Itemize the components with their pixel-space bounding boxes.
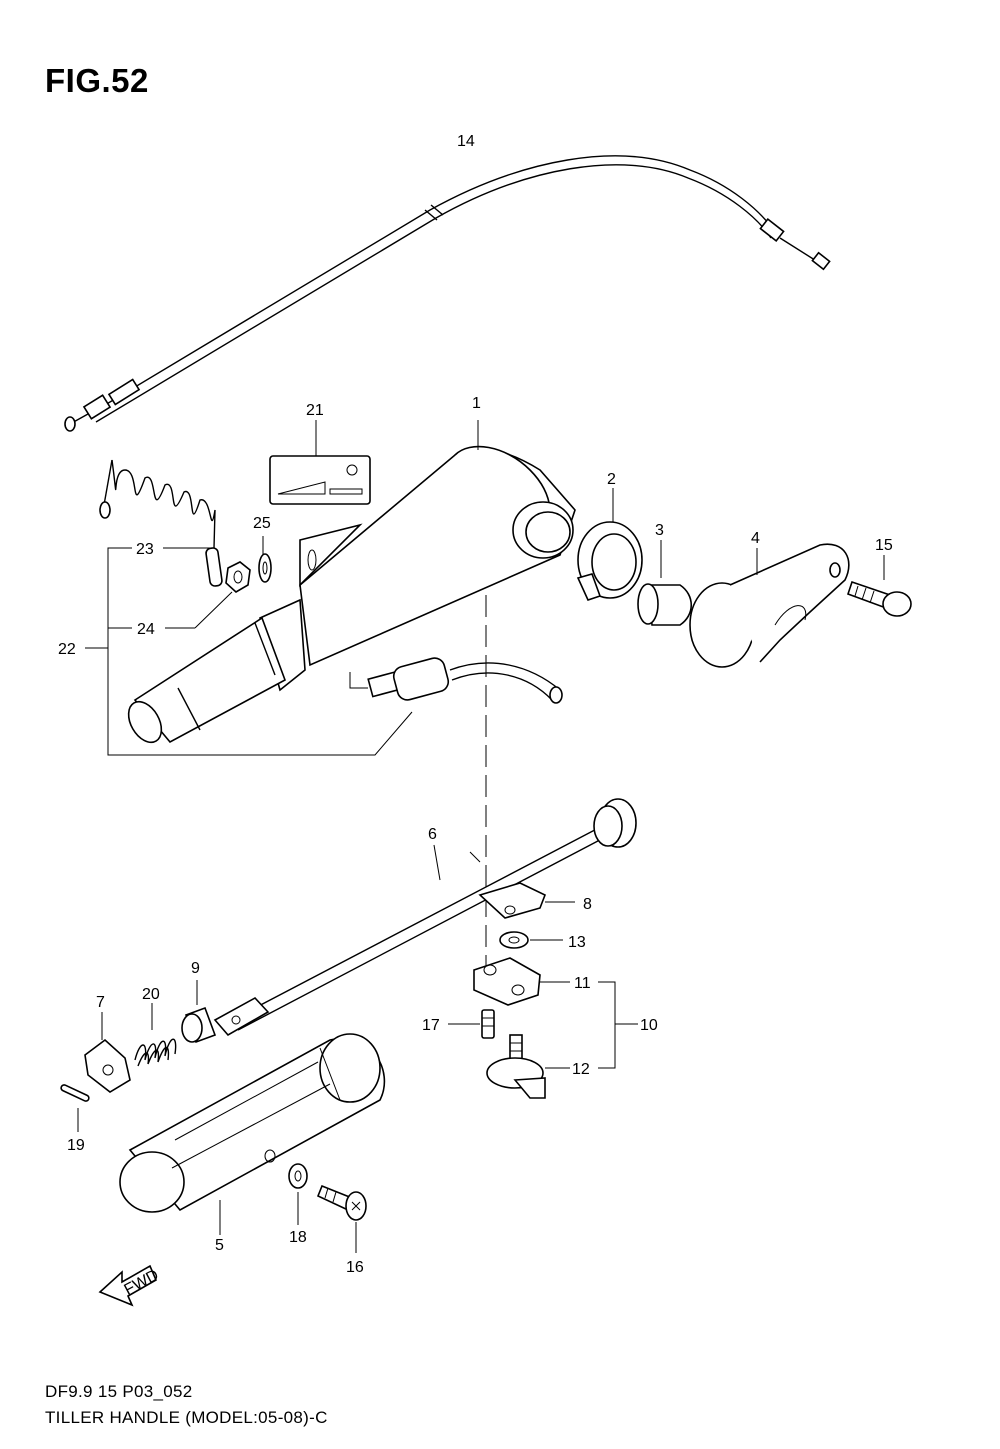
- part-13-washer: [499, 931, 563, 949]
- part-8-plate: [478, 882, 575, 919]
- callout-4: 4: [751, 530, 760, 547]
- callout-3: 3: [655, 522, 664, 539]
- callout-24: 24: [137, 621, 155, 638]
- leader-line-10: [598, 981, 616, 1069]
- fwd-arrow-icon: FWD: [98, 1264, 162, 1307]
- callout-12: 12: [572, 1061, 590, 1078]
- part-19-pin: [60, 1084, 90, 1132]
- callout-11: 11: [574, 975, 591, 992]
- drawing-code: DF9.9 15 P03_052: [45, 1382, 193, 1401]
- callout-10: 10: [640, 1017, 658, 1034]
- figure-title: FIG.52: [45, 62, 149, 99]
- part-2-ring: [576, 488, 643, 601]
- part-6-shaft: [213, 798, 637, 1037]
- part-15-bolt: [846, 555, 912, 617]
- callout-16: 16: [346, 1259, 364, 1276]
- callout-7: 7: [96, 994, 105, 1011]
- part-21-label: [269, 420, 371, 505]
- callout-25: 25: [253, 515, 271, 532]
- stop-switch: [349, 657, 563, 704]
- callout-2: 2: [607, 471, 616, 488]
- callout-17: 17: [422, 1017, 440, 1034]
- part-16-screw: [316, 1184, 367, 1253]
- callout-21: 21: [306, 402, 324, 419]
- callout-20: 20: [142, 986, 160, 1003]
- part-18-washer: [288, 1163, 308, 1225]
- callout-1: 1: [472, 395, 481, 412]
- part-1-tiller-handle: [127, 420, 576, 744]
- callout-18: 18: [289, 1229, 307, 1246]
- part-20-spring: [134, 1003, 177, 1067]
- part-4-housing: [689, 543, 850, 668]
- callout-labels: 1 2 3 4 5 6 7 8 9 10 11 12 13 14 15 16 1…: [58, 133, 893, 1276]
- part-5-grip: [119, 1033, 386, 1235]
- part-11-bracket: [473, 957, 570, 1006]
- drawing-caption: TILLER HANDLE (MODEL:05-08)-C: [45, 1408, 328, 1427]
- callout-22: 22: [58, 641, 76, 658]
- callout-6: 6: [428, 826, 437, 843]
- part-14-cable: [64, 155, 831, 432]
- part-3-bushing: [637, 540, 693, 626]
- callout-19: 19: [67, 1137, 85, 1154]
- callout-23: 23: [136, 541, 154, 558]
- part-9-collar: [181, 980, 217, 1044]
- callout-5: 5: [215, 1237, 224, 1254]
- part-7-block: [84, 1012, 131, 1093]
- callout-8: 8: [583, 896, 592, 913]
- leader-lines-22-25: [85, 536, 413, 756]
- part-12-knob: [486, 1034, 570, 1099]
- part-25-washer: [258, 553, 272, 583]
- part-23-lanyard-cord: [99, 459, 223, 587]
- callout-13: 13: [568, 934, 586, 951]
- part-17-screw: [448, 1009, 495, 1039]
- part-24-nut: [225, 561, 251, 593]
- callout-14: 14: [457, 133, 475, 150]
- callout-15: 15: [875, 537, 893, 554]
- callout-9: 9: [191, 960, 200, 977]
